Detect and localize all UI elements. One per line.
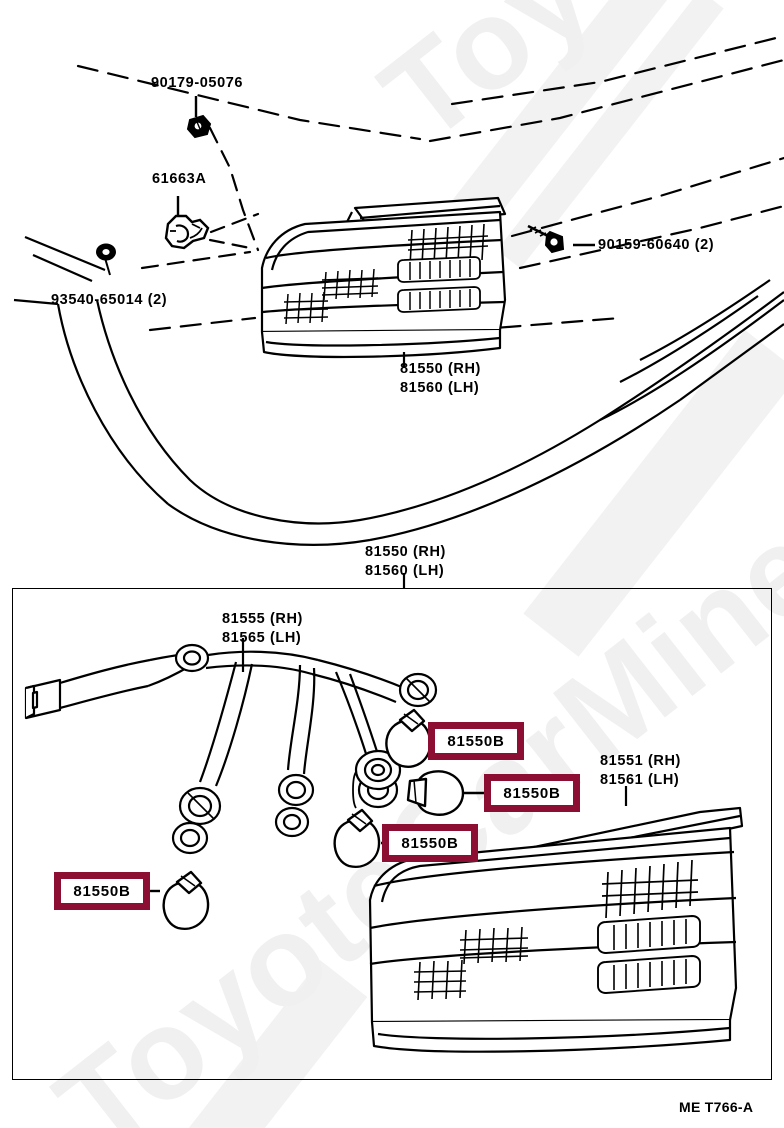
label-grommet: 93540-65014 (2) bbox=[51, 292, 168, 308]
screw-art bbox=[527, 224, 595, 254]
label-retainer: 61663A bbox=[152, 171, 207, 187]
callout-bulb-4: 81550B bbox=[54, 872, 150, 910]
callout-bulb-2-text: 81550B bbox=[503, 784, 561, 802]
label-assembly-top-lh: 81560 (LH) bbox=[400, 380, 480, 396]
label-lens-rh: 81551 (RH) bbox=[600, 753, 681, 769]
label-panel-header-rh: 81550 (RH) bbox=[365, 544, 446, 560]
label-harness-rh: 81555 (RH) bbox=[222, 611, 303, 627]
bulb-2-art bbox=[406, 770, 465, 816]
diagram-code: ME T766-A bbox=[679, 1099, 754, 1115]
callout-bulb-4-text: 81550B bbox=[73, 882, 131, 900]
bulb-socket-art bbox=[354, 749, 402, 791]
label-screw: 90159-60640 (2) bbox=[598, 237, 715, 253]
grommet-art bbox=[96, 243, 116, 276]
label-lens: 81551 (RH) 81561 (LH) bbox=[600, 752, 681, 790]
callout-bulb-3-text: 81550B bbox=[401, 834, 459, 852]
bulb-4-art bbox=[162, 870, 210, 931]
socket-ring-art bbox=[171, 806, 310, 855]
bulb-3-art bbox=[333, 808, 381, 869]
clip-nut-art bbox=[186, 96, 212, 139]
bulb-1-art bbox=[385, 708, 432, 768]
label-harness-lh: 81565 (LH) bbox=[222, 630, 302, 646]
callout-bulb-1-text: 81550B bbox=[447, 732, 505, 750]
label-panel-header: 81550 (RH) 81560 (LH) bbox=[365, 543, 446, 581]
label-lens-lh: 81561 (LH) bbox=[600, 772, 680, 788]
callout-bulb-2: 81550B bbox=[484, 774, 580, 812]
retainer-art bbox=[164, 196, 210, 250]
label-harness: 81555 (RH) 81565 (LH) bbox=[222, 610, 303, 648]
callout-bulb-3: 81550B bbox=[382, 824, 478, 862]
callout-bulb-1: 81550B bbox=[428, 722, 524, 760]
lower-panel-frame bbox=[12, 588, 772, 1080]
wiring-harness-art bbox=[24, 643, 438, 826]
label-assembly-top: 81550 (RH) 81560 (LH) bbox=[400, 360, 481, 398]
label-panel-header-lh: 81560 (LH) bbox=[365, 563, 445, 579]
label-assembly-top-rh: 81550 (RH) bbox=[400, 361, 481, 377]
label-clip-nut: 90179-05076 bbox=[151, 75, 244, 91]
